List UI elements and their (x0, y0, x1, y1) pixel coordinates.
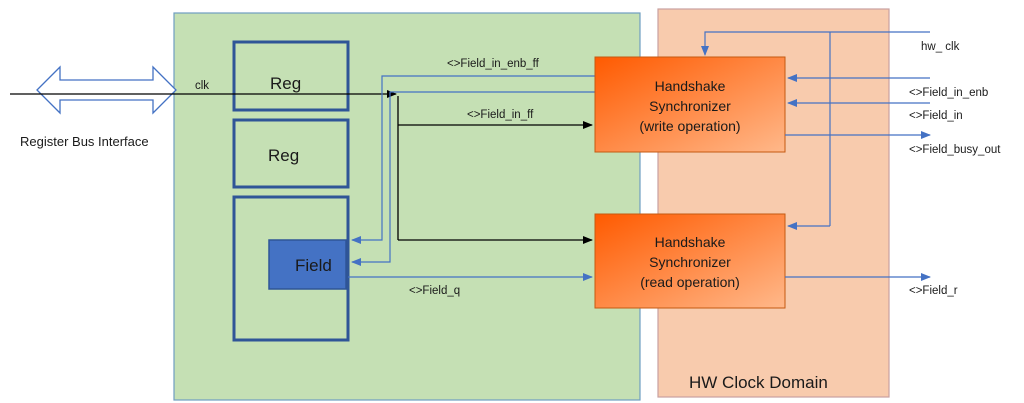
read-sync-line2: Synchronizer (649, 254, 731, 270)
bus-label: Register Bus Interface (20, 134, 149, 149)
clk-label: clk (195, 80, 209, 92)
hw-clock-domain-title: HW Clock Domain (689, 373, 828, 392)
register-block (173, 12, 641, 401)
reg-box-2 (232, 118, 350, 189)
hw-clk-to-write-wire (701, 31, 830, 56)
field-r-label: <>Field_r (909, 285, 958, 297)
field-in-enb-ff-wire (351, 75, 596, 244)
field-busy-out-label: <>Field_busy_out (909, 144, 1001, 156)
write-sync-line3: (write operation) (639, 118, 740, 134)
reg-box-1 (232, 40, 350, 112)
field-in-ff-wire (351, 91, 596, 266)
field-in-label: <>Field_in (909, 110, 963, 122)
read-sync-line3: (read operation) (640, 274, 740, 290)
reg-box-1-label: Reg (270, 74, 301, 93)
write-sync-line2: Synchronizer (649, 98, 731, 114)
field-box (268, 239, 347, 290)
field-in-enb-ff-label: <>Field_in_enb_ff (447, 58, 540, 70)
read-sync-box (594, 213, 786, 309)
write-sync-line1: Handshake (655, 78, 726, 94)
hw-clk-label: hw_ clk (921, 41, 960, 53)
write-sync-box (594, 56, 786, 153)
field-label: Field (295, 256, 332, 275)
field-q-label: <>Field_q (409, 285, 460, 297)
bus-double-arrow (36, 65, 177, 115)
field-register-box (232, 195, 350, 342)
field-in-enb-label: <>Field_in_enb (909, 87, 988, 99)
field-in-ff-label: <>Field_in_ff (467, 109, 534, 121)
read-sync-line1: Handshake (655, 234, 726, 250)
reg-box-2-label: Reg (268, 146, 299, 165)
